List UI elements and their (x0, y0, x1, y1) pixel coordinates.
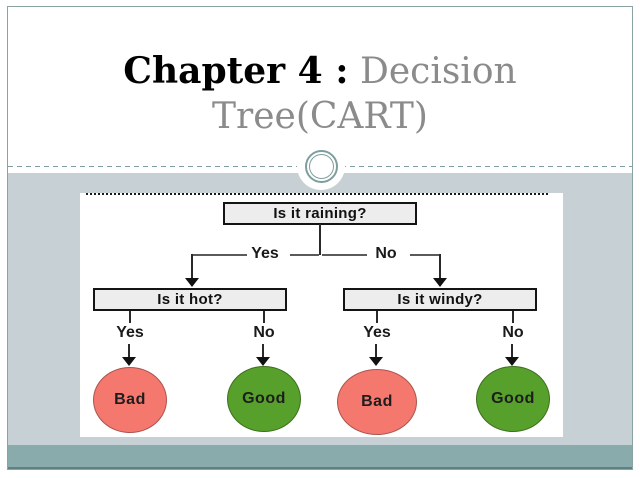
decision-tree-diagram: Is it raining? Yes No Is it hot? Is it w… (80, 193, 563, 437)
leaf-label: Good (242, 390, 286, 407)
connector-line (512, 311, 514, 323)
title-subject: Decision Tree(CART) (212, 51, 517, 137)
node-label: Is it windy? (397, 291, 483, 308)
connector-line (322, 254, 367, 256)
node-label: Is it raining? (273, 205, 367, 222)
connector-line (376, 311, 378, 323)
leaf-node-good: Good (476, 366, 550, 432)
node-is-it-windy: Is it windy? (343, 288, 537, 311)
arrowhead-down-icon (433, 278, 447, 287)
leaf-node-bad: Bad (93, 367, 167, 433)
connector-line (191, 254, 193, 279)
connector-line (192, 254, 247, 256)
leaf-label: Bad (114, 391, 146, 408)
leaf-node-bad: Bad (337, 369, 417, 435)
connector-line (129, 311, 131, 323)
node-is-it-hot: Is it hot? (93, 288, 287, 311)
leaf-label: Good (491, 390, 535, 407)
ornament-inner-ring (308, 153, 334, 179)
node-label: Is it hot? (157, 291, 223, 308)
connector-line (375, 344, 377, 358)
slide-title: Chapter 4 : Decision Tree(CART) (90, 49, 550, 139)
connector-line (319, 224, 321, 255)
connector-line (128, 344, 130, 358)
connector-line (290, 254, 319, 256)
connector-line (511, 344, 513, 358)
edge-label-yes: Yes (116, 324, 144, 341)
arrowhead-down-icon (369, 357, 383, 366)
footer-band (8, 445, 632, 469)
divider-circle-ornament-icon (297, 142, 345, 190)
edge-label-no: No (502, 324, 524, 341)
edge-label-yes: Yes (251, 245, 279, 262)
leaf-label: Bad (361, 393, 393, 410)
arrowhead-down-icon (122, 357, 136, 366)
leaf-node-good: Good (227, 366, 301, 432)
connector-line (263, 311, 265, 323)
edge-label-yes: Yes (363, 324, 391, 341)
connector-line (439, 254, 441, 279)
arrowhead-down-icon (256, 357, 270, 366)
connector-line (410, 254, 440, 256)
title-chapter: Chapter 4 : (123, 50, 349, 92)
diagram-dotted-border (86, 193, 548, 195)
connector-line (262, 344, 264, 358)
arrowhead-down-icon (185, 278, 199, 287)
edge-label-no: No (253, 324, 275, 341)
edge-label-no: No (375, 245, 397, 262)
ornament-outer-ring (304, 149, 338, 183)
arrowhead-down-icon (505, 357, 519, 366)
node-is-it-raining: Is it raining? (223, 202, 417, 225)
